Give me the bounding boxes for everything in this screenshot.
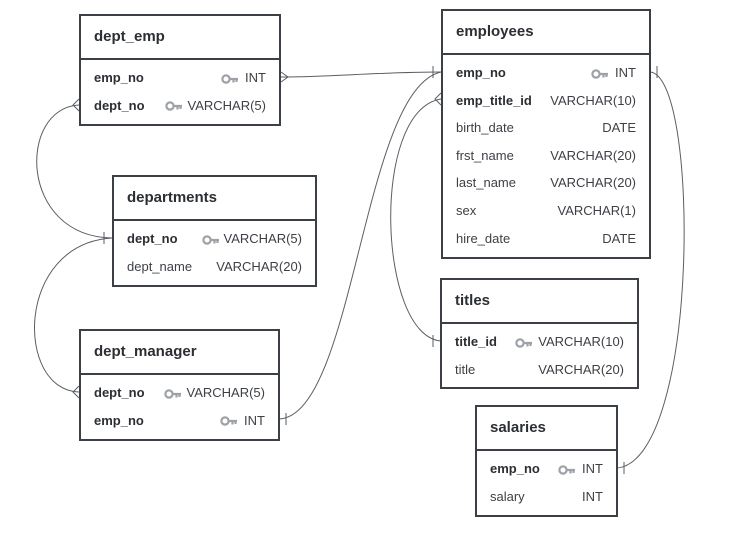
column-type: VARCHAR(5) bbox=[186, 385, 266, 400]
column-type: INT bbox=[615, 65, 636, 80]
column-type: VARCHAR(1) bbox=[557, 202, 637, 218]
column-row[interactable]: dept_no VARCHAR(5) bbox=[114, 225, 315, 253]
table-title: employees bbox=[443, 11, 649, 55]
column-name: dept_no bbox=[94, 385, 145, 400]
column-type: INT bbox=[245, 70, 266, 85]
column-name: birth_date bbox=[456, 120, 514, 136]
column-row[interactable]: emp_title_id VARCHAR(10) bbox=[443, 87, 649, 115]
key-icon bbox=[515, 328, 533, 356]
crowfoot-dept-emp-emp-no bbox=[280, 71, 289, 83]
column-type: INT bbox=[244, 412, 265, 428]
column-row[interactable]: salary INT bbox=[477, 483, 616, 511]
key-icon bbox=[164, 379, 182, 407]
column-type: VARCHAR(10) bbox=[538, 334, 624, 349]
column-row[interactable]: emp_no INT bbox=[81, 407, 278, 435]
table-title: salaries bbox=[477, 407, 616, 451]
column-type: DATE bbox=[602, 120, 636, 136]
column-row[interactable]: emp_no INT bbox=[443, 59, 649, 87]
column-row[interactable]: dept_no VARCHAR(5) bbox=[81, 379, 278, 407]
table-title: dept_manager bbox=[81, 331, 278, 375]
column-type: VARCHAR(20) bbox=[550, 147, 636, 163]
table-title: departments bbox=[114, 177, 315, 221]
key-icon bbox=[221, 64, 239, 92]
column-name: emp_no bbox=[490, 461, 540, 476]
column-row[interactable]: title_id VARCHAR(10) bbox=[442, 328, 637, 356]
rel-employees-to-titles[interactable] bbox=[390, 98, 442, 342]
table-departments[interactable]: departments dept_no VARCHAR(5) dept_name… bbox=[112, 175, 317, 287]
rel-dept-manager-to-employees[interactable] bbox=[278, 71, 442, 420]
column-row[interactable]: hire_date DATE bbox=[443, 225, 649, 253]
column-name: title_id bbox=[455, 334, 497, 349]
table-employees[interactable]: employees emp_no INT emp_title_id VARCHA… bbox=[441, 9, 651, 259]
key-icon bbox=[558, 455, 576, 483]
column-row[interactable]: dept_no VARCHAR(5) bbox=[81, 92, 279, 120]
column-row[interactable]: sex VARCHAR(1) bbox=[443, 197, 649, 225]
column-type: VARCHAR(20) bbox=[550, 175, 636, 191]
column-type: VARCHAR(20) bbox=[216, 258, 302, 274]
rel-employees-to-salaries[interactable] bbox=[616, 71, 685, 469]
key-icon bbox=[202, 225, 220, 253]
column-type: VARCHAR(10) bbox=[550, 92, 636, 108]
table-dept-emp[interactable]: dept_emp emp_no INT dept_no VARCHAR(5) bbox=[79, 14, 281, 126]
column-row[interactable]: birth_date DATE bbox=[443, 114, 649, 142]
table-salaries[interactable]: salaries emp_no INT salary INT bbox=[475, 405, 618, 517]
column-row[interactable]: dept_name VARCHAR(20) bbox=[114, 253, 315, 281]
column-type: VARCHAR(5) bbox=[223, 231, 303, 246]
table-title: titles bbox=[442, 280, 637, 324]
column-name: salary bbox=[490, 488, 525, 504]
column-row[interactable]: emp_no INT bbox=[477, 455, 616, 483]
column-row[interactable]: title VARCHAR(20) bbox=[442, 356, 637, 384]
column-row[interactable]: frst_name VARCHAR(20) bbox=[443, 142, 649, 170]
column-name: dept_no bbox=[94, 97, 145, 113]
column-name: emp_no bbox=[94, 70, 144, 85]
rel-dept-emp-to-employees[interactable] bbox=[280, 71, 442, 78]
key-icon bbox=[165, 92, 183, 120]
column-name: title bbox=[455, 361, 476, 377]
column-name: sex bbox=[456, 202, 477, 218]
table-dept-manager[interactable]: dept_manager dept_no VARCHAR(5) emp_no I… bbox=[79, 329, 280, 441]
column-name: frst_name bbox=[456, 147, 514, 163]
crowfoot-dept-manager-dept-no bbox=[72, 385, 80, 399]
column-name: emp_title_id bbox=[456, 92, 532, 108]
crowfoot-employees-emp-title-id bbox=[434, 92, 442, 106]
table-title: dept_emp bbox=[81, 16, 279, 60]
column-row[interactable]: emp_no INT bbox=[81, 64, 279, 92]
key-icon bbox=[220, 407, 238, 435]
column-type: VARCHAR(20) bbox=[538, 361, 624, 377]
key-icon bbox=[591, 59, 609, 87]
column-name: last_name bbox=[456, 175, 516, 191]
column-name: emp_no bbox=[456, 65, 506, 80]
table-titles[interactable]: titles title_id VARCHAR(10) title VARCHA… bbox=[440, 278, 639, 389]
column-type: INT bbox=[582, 461, 603, 476]
column-type: DATE bbox=[602, 230, 636, 246]
column-name: hire_date bbox=[456, 230, 511, 246]
column-type: INT bbox=[582, 488, 603, 504]
crowfoot-dept-emp-dept-no bbox=[72, 98, 80, 112]
column-name: dept_name bbox=[127, 258, 193, 274]
column-type: VARCHAR(5) bbox=[187, 97, 267, 113]
column-row[interactable]: last_name VARCHAR(20) bbox=[443, 169, 649, 197]
column-name: emp_no bbox=[94, 412, 144, 428]
rel-dept-manager-to-departments[interactable] bbox=[33, 237, 113, 393]
column-name: dept_no bbox=[127, 231, 178, 246]
rel-dept-emp-to-departments[interactable] bbox=[36, 104, 113, 239]
